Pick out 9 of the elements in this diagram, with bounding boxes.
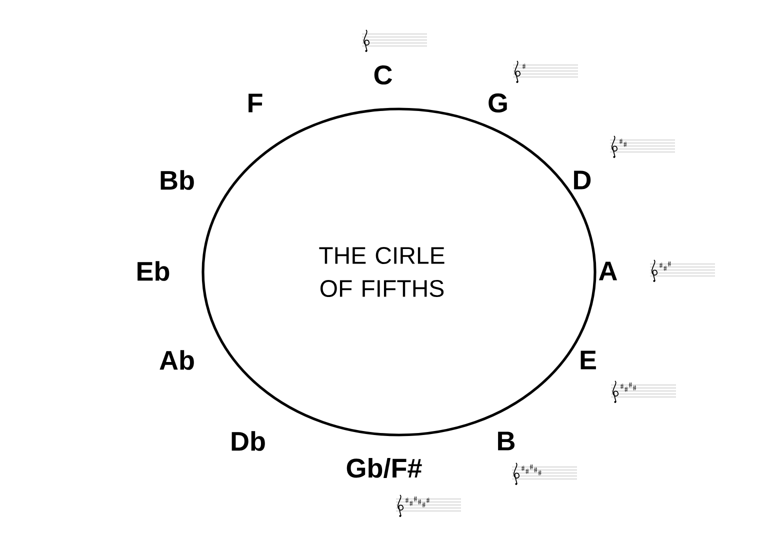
key-label: G (488, 93, 507, 113)
key-label: Eb (138, 261, 170, 281)
key-label: C (374, 65, 392, 85)
key-label: D (574, 170, 591, 190)
title: THE CIRLE OF FIFTHS (319, 247, 444, 297)
key-label: B (498, 432, 515, 450)
key-label: Db (232, 431, 265, 451)
key-label: F (248, 94, 262, 112)
key-label: E (580, 350, 596, 370)
